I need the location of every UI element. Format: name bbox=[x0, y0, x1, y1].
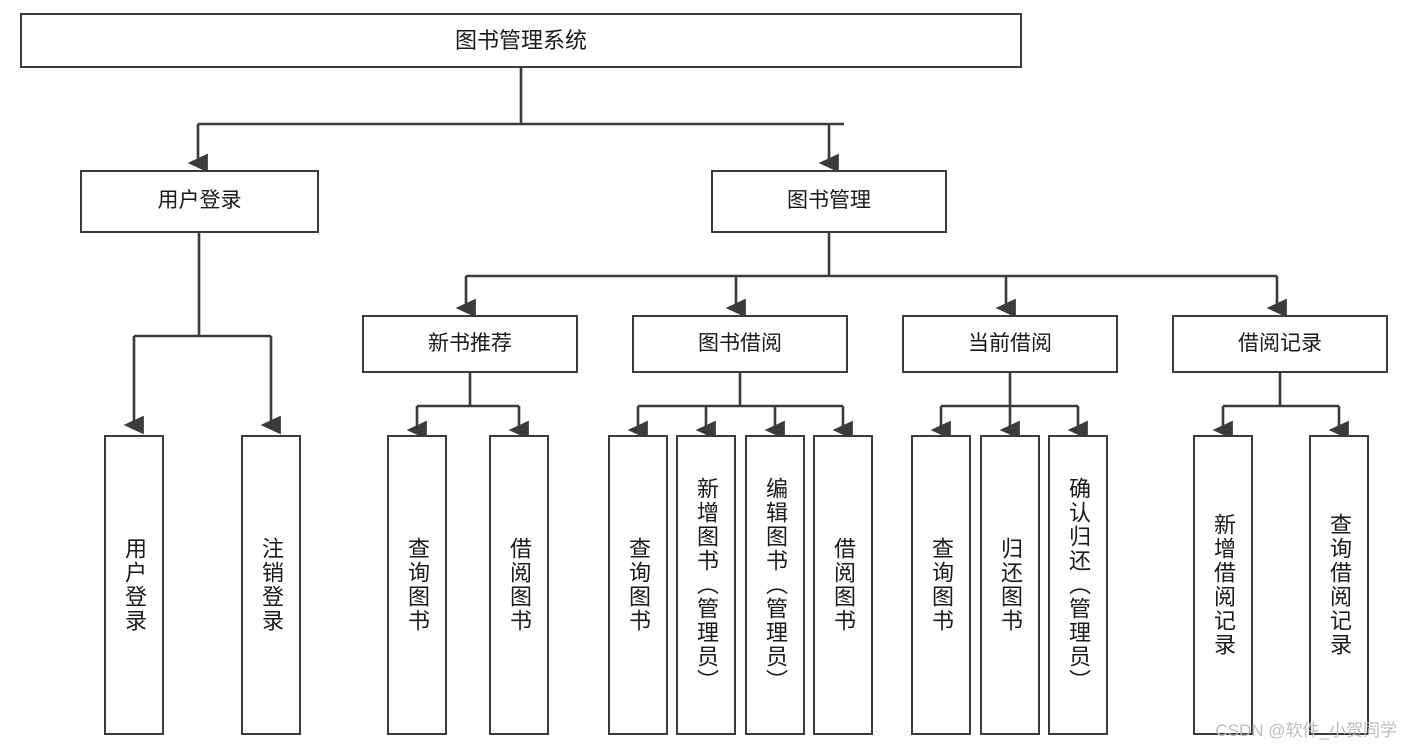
node-leaf-user-login[interactable]: 用户登录 bbox=[104, 435, 164, 735]
csdn-watermark: CSDN @软件_小贺同学 bbox=[1215, 721, 1397, 740]
node-new-book-recommend[interactable]: 新书推荐 bbox=[362, 315, 578, 373]
node-book-borrow-label: 图书借阅 bbox=[698, 331, 782, 355]
node-leaf-confirm-return-admin[interactable]: 确认归还（管理员） bbox=[1048, 435, 1108, 735]
node-leaf-edit-book-admin[interactable]: 编辑图书（管理员） bbox=[745, 435, 805, 735]
node-leaf-add-borrow-record[interactable]: 新增借阅记录 bbox=[1193, 435, 1253, 735]
node-borrow-record[interactable]: 借阅记录 bbox=[1172, 315, 1388, 373]
node-leaf-recommend-query-book[interactable]: 查询图书 bbox=[387, 435, 447, 735]
node-leaf-borrow-book-label: 借阅图书 bbox=[831, 537, 856, 633]
node-root-label: 图书管理系统 bbox=[454, 27, 587, 53]
node-borrow-record-label: 借阅记录 bbox=[1238, 331, 1322, 355]
node-current-borrow-label: 当前借阅 bbox=[968, 331, 1052, 355]
node-leaf-query-borrow-record[interactable]: 查询借阅记录 bbox=[1309, 435, 1369, 735]
node-leaf-add-borrow-record-label: 新增借阅记录 bbox=[1211, 513, 1236, 657]
node-user-login[interactable]: 用户登录 bbox=[80, 170, 319, 233]
node-root-book-management-system[interactable]: 图书管理系统 bbox=[20, 13, 1022, 68]
node-leaf-logout-label: 注销登录 bbox=[259, 537, 284, 633]
node-leaf-borrow-query-book-label: 查询图书 bbox=[626, 537, 651, 633]
node-leaf-return-book[interactable]: 归还图书 bbox=[980, 435, 1040, 735]
node-leaf-recommend-borrow-book-label: 借阅图书 bbox=[507, 537, 532, 633]
node-book-management-label: 图书管理 bbox=[787, 189, 871, 213]
node-leaf-recommend-query-book-label: 查询图书 bbox=[405, 537, 430, 633]
node-new-book-recommend-label: 新书推荐 bbox=[428, 331, 512, 355]
node-leaf-recommend-borrow-book[interactable]: 借阅图书 bbox=[489, 435, 549, 735]
node-leaf-add-book-admin-label: 新增图书（管理员） bbox=[694, 477, 719, 693]
node-user-login-label: 用户登录 bbox=[157, 189, 242, 213]
node-leaf-logout[interactable]: 注销登录 bbox=[241, 435, 301, 735]
node-leaf-confirm-return-admin-label: 确认归还（管理员） bbox=[1066, 477, 1091, 693]
node-leaf-query-borrow-record-label: 查询借阅记录 bbox=[1327, 513, 1352, 657]
node-current-borrow[interactable]: 当前借阅 bbox=[902, 315, 1118, 373]
node-leaf-user-login-label: 用户登录 bbox=[122, 537, 147, 633]
node-leaf-edit-book-admin-label: 编辑图书（管理员） bbox=[763, 477, 788, 693]
node-leaf-borrow-query-book[interactable]: 查询图书 bbox=[608, 435, 668, 735]
node-leaf-current-query-book-label: 查询图书 bbox=[929, 537, 954, 633]
node-leaf-borrow-book[interactable]: 借阅图书 bbox=[813, 435, 873, 735]
node-book-management[interactable]: 图书管理 bbox=[711, 170, 947, 233]
node-leaf-return-book-label: 归还图书 bbox=[998, 537, 1023, 633]
node-book-borrow[interactable]: 图书借阅 bbox=[632, 315, 848, 373]
node-leaf-current-query-book[interactable]: 查询图书 bbox=[911, 435, 971, 735]
node-leaf-add-book-admin[interactable]: 新增图书（管理员） bbox=[676, 435, 736, 735]
